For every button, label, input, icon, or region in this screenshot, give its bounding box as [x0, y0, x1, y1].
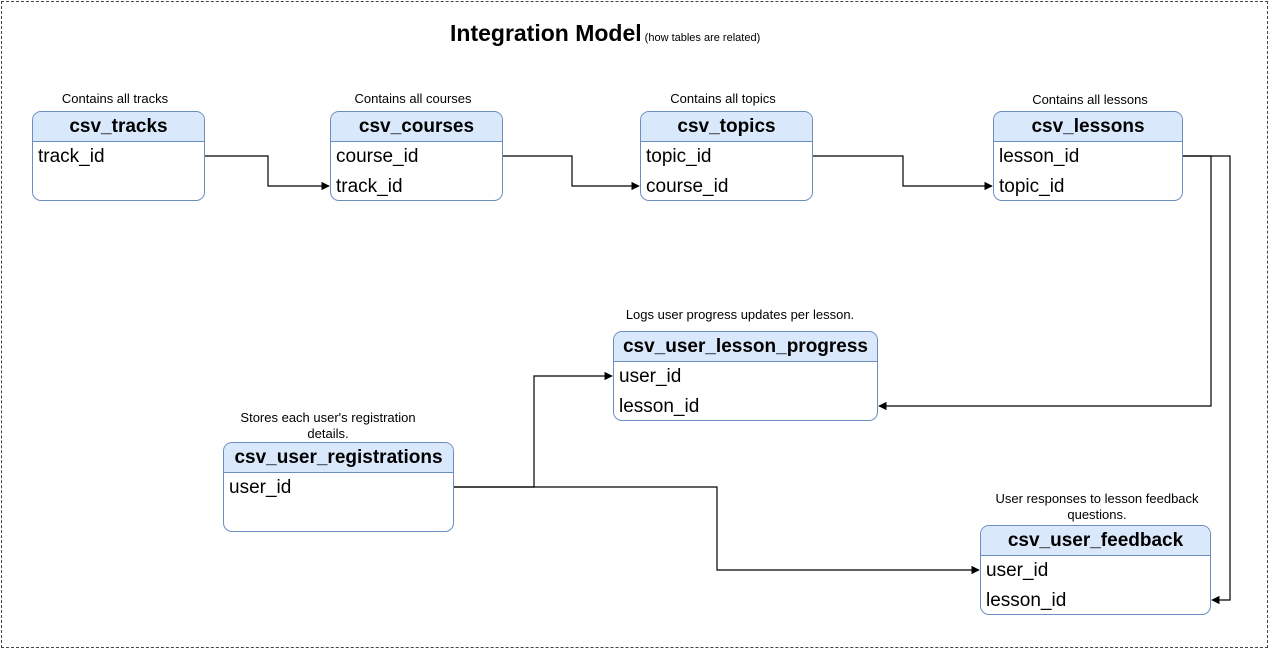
- table-header: csv_courses: [331, 112, 502, 142]
- diagram-title-group: Integration Model(how tables are related…: [450, 20, 760, 47]
- field-user-id: user_id: [229, 477, 292, 498]
- field-user-id: user_id: [986, 560, 1049, 581]
- field-lesson-id: lesson_id: [986, 590, 1067, 611]
- edge-lessons-to-feedback[interactable]: [1183, 155, 1231, 605]
- field-user-id: user_id: [619, 366, 682, 387]
- table-csv-tracks[interactable]: csv_tracks track_id: [32, 111, 205, 201]
- table-csv-user-registrations[interactable]: csv_user_registrations user_id: [223, 442, 454, 532]
- field-lesson-id: lesson_id: [999, 146, 1080, 167]
- note-lessons: Contains all lessons: [1032, 92, 1148, 107]
- note-progress: Logs user progress updates per lesson.: [625, 307, 855, 322]
- table-header: csv_user_registrations: [224, 443, 453, 473]
- field-track-id: track_id: [336, 176, 403, 197]
- field-topic-id: topic_id: [646, 146, 712, 167]
- table-header: csv_topics: [641, 112, 812, 142]
- table-header: csv_lessons: [994, 112, 1182, 142]
- table-csv-user-lesson-progress[interactable]: csv_user_lesson_progress user_id lesson_…: [613, 331, 878, 421]
- edge-registrations-to-progress[interactable]: [454, 371, 613, 488]
- edge-lessons-to-progress[interactable]: [878, 155, 1212, 411]
- diagram-title: Integration Model: [450, 20, 642, 46]
- edge-topics-to-lessons[interactable]: [813, 155, 993, 191]
- note-registrations: Stores each user's registration details.: [240, 410, 416, 441]
- edge-tracks-to-courses[interactable]: [205, 155, 330, 191]
- table-csv-topics[interactable]: csv_topics topic_id course_id: [640, 111, 813, 201]
- note-courses: Contains all courses: [354, 91, 472, 106]
- table-csv-lessons[interactable]: csv_lessons lesson_id topic_id: [993, 111, 1183, 201]
- table-header: csv_user_lesson_progress: [614, 332, 877, 362]
- table-csv-user-feedback[interactable]: csv_user_feedback user_id lesson_id: [980, 525, 1211, 615]
- edge-courses-to-topics[interactable]: [503, 155, 640, 191]
- table-header: csv_tracks: [33, 112, 204, 142]
- field-topic-id: topic_id: [999, 176, 1065, 197]
- table-csv-courses[interactable]: csv_courses course_id track_id: [330, 111, 503, 201]
- field-course-id: course_id: [336, 146, 419, 167]
- note-topics: Contains all topics: [670, 91, 776, 106]
- table-header: csv_user_feedback: [981, 526, 1210, 556]
- field-lesson-id: lesson_id: [619, 396, 700, 417]
- edge-registrations-to-feedback[interactable]: [454, 486, 980, 575]
- diagram-subtitle: (how tables are related): [644, 32, 761, 44]
- field-course-id: course_id: [646, 176, 729, 197]
- note-feedback: User responses to lesson feedback questi…: [995, 491, 1199, 522]
- note-tracks: Contains all tracks: [61, 91, 169, 106]
- field-track-id: track_id: [38, 146, 105, 167]
